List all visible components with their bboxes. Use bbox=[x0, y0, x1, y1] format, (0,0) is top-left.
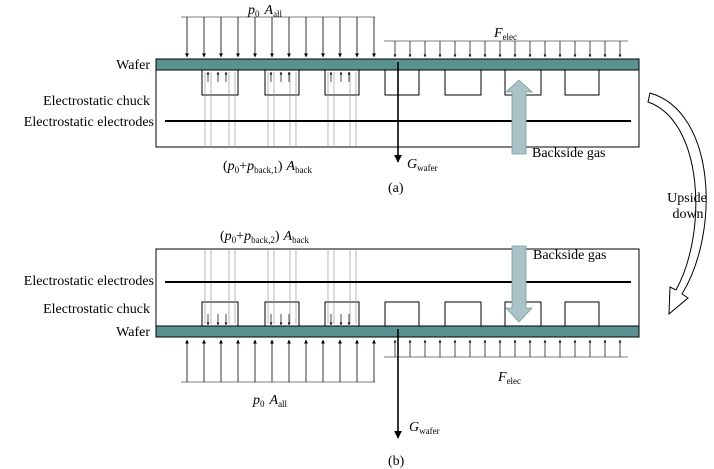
electrodes-label-a: Electrostatic electrodes bbox=[24, 115, 154, 130]
backside-gas-lines-b bbox=[204, 249, 357, 324]
caption-a: (a) bbox=[388, 181, 404, 196]
flip-label-line2: down bbox=[672, 207, 703, 222]
elec-force-label-a: Felec bbox=[493, 26, 517, 42]
electrodes-label-b: Electrostatic electrodes bbox=[24, 274, 154, 289]
curved-arrow-icon bbox=[647, 92, 707, 316]
panel-b: (p0+pback,2)Aback Electrostatic electrod… bbox=[24, 229, 640, 469]
backside-pressure-arrows-b bbox=[206, 314, 351, 326]
backside-gas-label-a: Backside gas bbox=[532, 146, 605, 161]
backside-force-label-a: (p0+pback,1)Aback bbox=[223, 159, 313, 175]
top-pressure-arrows-a bbox=[181, 16, 376, 58]
bottom-pressure-arrows-b bbox=[181, 339, 376, 383]
elec-force-arrows-a bbox=[384, 40, 628, 58]
gravity-label-b: Gwafer bbox=[409, 420, 440, 436]
caption-b: (b) bbox=[388, 454, 405, 469]
backside-gas-arrow-b bbox=[505, 245, 533, 323]
backside-gas-arrow-a bbox=[504, 79, 534, 155]
wafer-label-a: Wafer bbox=[116, 58, 150, 73]
elec-force-arrows-b bbox=[384, 339, 628, 358]
elec-force-label-b: Felec bbox=[497, 370, 521, 386]
chuck-label-b: Electrostatic chuck bbox=[43, 302, 150, 317]
backside-pressure-arrows-a bbox=[206, 71, 351, 82]
wafer-label-b: Wafer bbox=[116, 325, 150, 340]
backside-gas-label-b: Backside gas bbox=[533, 248, 606, 263]
flip-arrow: Upside down bbox=[647, 92, 707, 316]
gravity-label-a: Gwafer bbox=[407, 157, 438, 173]
top-force-label-b: (p0+pback,2)Aback bbox=[220, 229, 310, 245]
chuck-label-a: Electrostatic chuck bbox=[43, 94, 150, 109]
flip-label-line1: Upside bbox=[667, 191, 707, 206]
backside-gas-lines-a bbox=[204, 72, 357, 147]
chuck-body-a bbox=[155, 69, 640, 148]
